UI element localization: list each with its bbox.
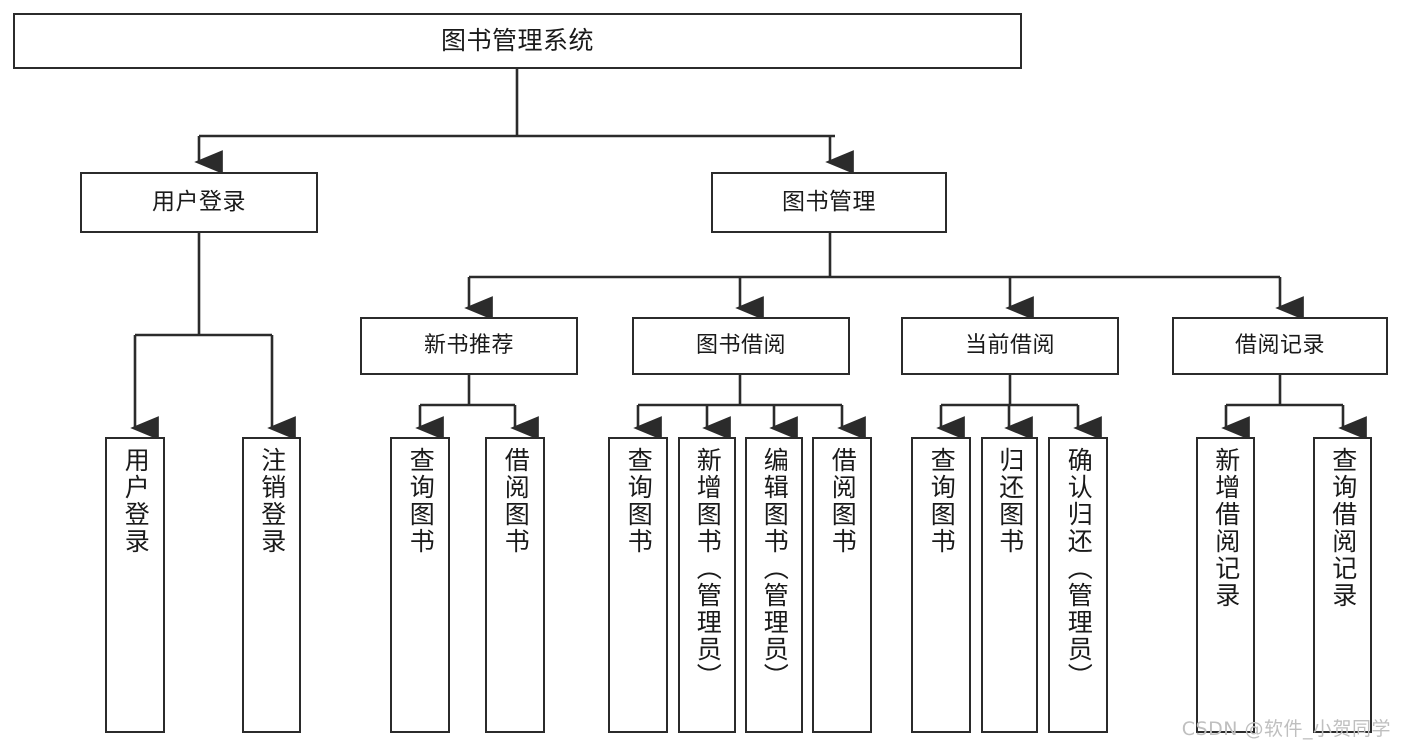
- watermark-text: CSDN @软件_小贺同学: [1181, 718, 1391, 740]
- node-book-borrow[interactable]: 图书借阅: [632, 317, 850, 375]
- node-borrow-record[interactable]: 借阅记录: [1172, 317, 1388, 375]
- node-book-management-label: 图书管理: [782, 188, 876, 215]
- leaf-add-borrow-record[interactable]: 新增借阅记录: [1196, 437, 1255, 733]
- node-current-borrow-label: 当前借阅: [964, 333, 1055, 359]
- leaf-add-borrow-record-label: 新增借阅记录: [1211, 447, 1241, 609]
- leaf-add-book-admin-label: 新增图书（管理员）: [693, 447, 723, 690]
- node-root-label: 图书管理系统: [440, 26, 594, 56]
- leaf-return-book[interactable]: 归还图书: [981, 437, 1038, 733]
- leaf-query-borrow-record[interactable]: 查询借阅记录: [1313, 437, 1372, 733]
- node-current-borrow[interactable]: 当前借阅: [901, 317, 1119, 375]
- node-user-login[interactable]: 用户登录: [80, 172, 318, 233]
- leaf-borrow-book-new-recommend[interactable]: 借阅图书: [485, 437, 545, 733]
- leaf-query-book-borrow-label: 查询图书: [624, 447, 654, 555]
- leaf-return-book-label: 归还图书: [995, 447, 1025, 555]
- leaf-query-book-current[interactable]: 查询图书: [911, 437, 971, 733]
- leaf-user-logout[interactable]: 注销登录: [242, 437, 301, 733]
- leaf-query-book-new-recommend-label: 查询图书: [406, 447, 436, 555]
- leaf-confirm-return-admin-label: 确认归还（管理员）: [1064, 447, 1094, 690]
- leaf-borrow-book-label: 借阅图书: [828, 447, 858, 555]
- leaf-user-login-label: 用户登录: [121, 447, 151, 555]
- leaf-add-book-admin[interactable]: 新增图书（管理员）: [678, 437, 736, 733]
- leaf-query-book-new-recommend[interactable]: 查询图书: [390, 437, 450, 733]
- leaf-confirm-return-admin[interactable]: 确认归还（管理员）: [1048, 437, 1108, 733]
- leaf-borrow-book[interactable]: 借阅图书: [812, 437, 872, 733]
- node-book-management[interactable]: 图书管理: [711, 172, 947, 233]
- node-new-book-recommend-label: 新书推荐: [423, 333, 514, 359]
- node-user-login-label: 用户登录: [152, 188, 246, 215]
- node-new-book-recommend[interactable]: 新书推荐: [360, 317, 578, 375]
- leaf-edit-book-admin-label: 编辑图书（管理员）: [760, 447, 790, 690]
- leaf-query-borrow-record-label: 查询借阅记录: [1328, 447, 1358, 609]
- leaf-edit-book-admin[interactable]: 编辑图书（管理员）: [745, 437, 803, 733]
- leaf-query-book-current-label: 查询图书: [927, 447, 957, 555]
- leaf-user-logout-label: 注销登录: [257, 447, 287, 555]
- node-book-borrow-label: 图书借阅: [695, 333, 786, 359]
- leaf-borrow-book-new-recommend-label: 借阅图书: [501, 447, 531, 555]
- leaf-user-login[interactable]: 用户登录: [105, 437, 165, 733]
- node-root-system[interactable]: 图书管理系统: [13, 13, 1022, 69]
- leaf-query-book-borrow[interactable]: 查询图书: [608, 437, 668, 733]
- node-borrow-record-label: 借阅记录: [1234, 333, 1325, 359]
